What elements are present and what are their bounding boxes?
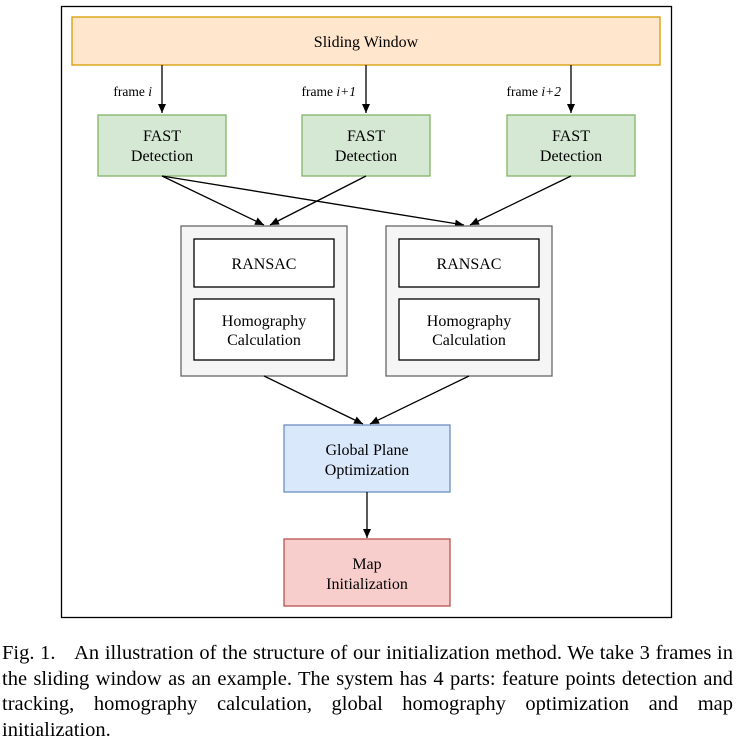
fast-label: FAST [143,128,181,145]
arrow-group2-global [369,375,470,425]
fast-detection-box-2: FAST Detection [301,114,431,177]
arrow-fast1-group1 [161,175,265,226]
figure-label: Fig. 1. [2,642,56,664]
detection-label: Detection [335,148,397,165]
homography-box [398,298,540,361]
global-plane-optimization-box: Global Plane Optimization [283,424,451,493]
ransac-label: RANSAC [232,256,297,273]
frame-label-1: frame i [113,84,152,99]
global-plane-label: Global Plane [325,442,408,459]
frame-label-3: frame i+2 [507,84,562,99]
calculation-label: Calculation [432,332,506,349]
sliding-window-box: Sliding Window [71,16,661,66]
detection-label: Detection [540,148,602,165]
detection-label: Detection [131,148,193,165]
arrow-group1-global [263,375,364,425]
fast-label: FAST [347,128,385,145]
diagram: Sliding Window frame i frame i+1 frame i… [60,5,673,619]
fast-detection-box-3: FAST Detection [506,114,636,177]
caption-text: An illustration of the structure of our … [2,642,733,741]
ransac-label: RANSAC [437,256,502,273]
arrow-fast2-group1 [269,175,367,226]
frame-label-2: frame i+1 [302,84,356,99]
initialization-label: Initialization [326,576,408,593]
homography-box [193,298,335,361]
figure-caption: Fig. 1. An illustration of the structure… [2,641,733,743]
diagram-border [60,5,673,619]
optimization-label: Optimization [325,462,409,479]
ransac-box [193,238,335,288]
ransac-box [398,238,540,288]
map-label: Map [352,556,381,573]
arrow-fast1-group2 [161,175,465,228]
sliding-window-label: Sliding Window [314,34,419,51]
map-initialization-box: Map Initialization [283,538,451,607]
calculation-label: Calculation [227,332,301,349]
homography-label: Homography [427,313,511,330]
homography-group-2: RANSAC Homography Calculation [385,225,553,377]
homography-group-1: RANSAC Homography Calculation [180,225,348,377]
arrow-fast3-group2 [469,175,572,226]
homography-label: Homography [222,313,306,330]
fast-label: FAST [552,128,590,145]
fast-detection-box-1: FAST Detection [97,114,227,177]
